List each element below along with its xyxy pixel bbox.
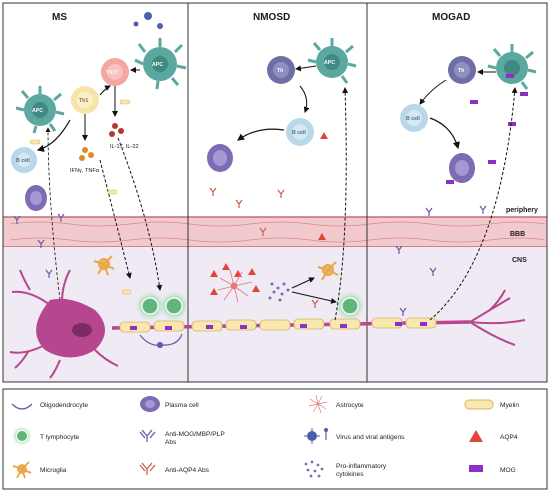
t-lymphocyte-ms bbox=[135, 291, 189, 321]
legend-item-cytokines: Pro-inflammatory cytokines bbox=[304, 460, 387, 478]
legend-item-anti-mog: Anti-MOG/MBP/PLP Abs bbox=[139, 429, 225, 446]
microglia-icon bbox=[12, 461, 32, 479]
svg-text:Th: Th bbox=[277, 68, 283, 74]
oligodendrocyte-icon bbox=[11, 403, 33, 410]
svg-text:APC: APC bbox=[152, 62, 163, 68]
svg-text:MOG: MOG bbox=[500, 467, 516, 474]
svg-text:Plasma cell: Plasma cell bbox=[165, 402, 199, 409]
plasma-cell-nmosd bbox=[207, 144, 233, 172]
bbb-cells bbox=[9, 221, 546, 243]
th-cell-nmosd: Th bbox=[267, 56, 295, 84]
svg-text:Virus and viral antigens: Virus and viral antigens bbox=[336, 434, 405, 441]
legend-item-plasma-cell: Plasma cell bbox=[140, 396, 199, 412]
bbb-band bbox=[3, 217, 547, 247]
cytokine-dots-ifn bbox=[79, 147, 94, 161]
svg-text:Microglia: Microglia bbox=[40, 467, 67, 474]
legend-item-microglia: Microglia bbox=[12, 461, 67, 479]
svg-text:APC: APC bbox=[32, 108, 43, 114]
svg-text:Th17: Th17 bbox=[106, 70, 118, 76]
legend-box bbox=[2, 388, 548, 490]
svg-text:B cell: B cell bbox=[292, 130, 306, 136]
cytokine-label-ifn: IFNγ, TNFα bbox=[70, 168, 100, 174]
legend-item-oligodendrocyte: Oligodendrocyte bbox=[11, 402, 88, 410]
t-lymphocyte-nmosd bbox=[335, 291, 365, 321]
svg-text:Pro-inflammatory: Pro-inflammatory bbox=[336, 463, 387, 470]
oligodendrocyte-ms bbox=[139, 333, 183, 349]
svg-text:Astrocyte: Astrocyte bbox=[336, 402, 364, 409]
apc-cell-mogad bbox=[487, 44, 537, 90]
antibodies-ms bbox=[13, 213, 65, 278]
panel-title-ms: MS bbox=[52, 12, 67, 23]
mog-rect-icon bbox=[469, 465, 483, 472]
apc-cell-ms-left: APC bbox=[15, 86, 65, 134]
astrocyte bbox=[217, 269, 253, 303]
legend-item-t-lymphocyte: T lymphocyte bbox=[12, 426, 79, 446]
virus-icon bbox=[307, 431, 317, 441]
cytokine-label-il: IL-17, IL-22 bbox=[110, 144, 139, 150]
myelin-icon bbox=[464, 399, 494, 410]
plasma-cell-mogad bbox=[449, 153, 475, 183]
panel-title-mogad: MOGAD bbox=[432, 12, 470, 23]
svg-text:B cell: B cell bbox=[406, 116, 420, 122]
pro-inflammatory-cytokines bbox=[268, 282, 290, 302]
astrocyte-icon bbox=[308, 394, 328, 414]
svg-text:AQP4: AQP4 bbox=[500, 434, 518, 441]
zone-bbb: BBB bbox=[510, 231, 525, 238]
apc-cell-nmosd: APC bbox=[307, 38, 357, 84]
legend-item-astrocyte: Astrocyte bbox=[308, 394, 364, 414]
mog-markers bbox=[130, 322, 427, 330]
b-cell-mogad: B cell bbox=[400, 104, 428, 132]
svg-text:Abs: Abs bbox=[165, 439, 177, 446]
microglia-nmosd bbox=[317, 261, 339, 281]
th1-cell: Th1 bbox=[71, 86, 99, 114]
legend-item-virus: Virus and viral antigens bbox=[304, 428, 405, 444]
antibodies-mogad bbox=[395, 205, 487, 316]
cytokines-icon bbox=[304, 460, 324, 478]
myelin-fragments-ms bbox=[29, 99, 132, 295]
svg-text:Anti-AQP4 Abs: Anti-AQP4 Abs bbox=[165, 467, 210, 474]
th17-cell: Th17 bbox=[101, 58, 129, 86]
svg-text:Oligodendrocyte: Oligodendrocyte bbox=[40, 402, 88, 409]
legend-item-anti-aqp4: Anti-AQP4 Abs bbox=[139, 462, 210, 475]
svg-text:Myelin: Myelin bbox=[500, 402, 519, 409]
mog-markers-mogad bbox=[446, 74, 528, 184]
zone-periphery: periphery bbox=[506, 207, 538, 214]
panel-title-nmosd: NMOSD bbox=[253, 12, 290, 23]
svg-text:T lymphocyte: T lymphocyte bbox=[40, 434, 79, 441]
svg-text:Anti-MOG/MBP/PLP: Anti-MOG/MBP/PLP bbox=[165, 431, 225, 438]
svg-text:Th1: Th1 bbox=[79, 98, 88, 104]
anti-aqp4-antibodies bbox=[209, 187, 319, 308]
b-cell-nmosd: B cell bbox=[286, 118, 314, 146]
legend-item-myelin: Myelin bbox=[464, 399, 519, 410]
microglia-ms bbox=[93, 255, 115, 276]
plasma-cell-ms bbox=[25, 185, 47, 211]
aqp4-triangle-icon bbox=[469, 430, 483, 442]
aqp4-markers-nmosd bbox=[210, 132, 328, 295]
svg-text:APC: APC bbox=[324, 60, 335, 66]
antibody-red-icon bbox=[139, 462, 156, 475]
zone-cns: CNS bbox=[512, 257, 527, 264]
legend-item-aqp4: AQP4 bbox=[469, 430, 518, 442]
virus-icon bbox=[133, 12, 163, 29]
cytokine-dots-il bbox=[109, 123, 124, 137]
svg-text:cytokines: cytokines bbox=[336, 471, 364, 478]
antibody-purple-icon bbox=[139, 429, 156, 442]
svg-text:B cell: B cell bbox=[16, 158, 30, 164]
th-cell-mogad: Th bbox=[448, 56, 476, 84]
b-cell-ms: B cell bbox=[11, 147, 37, 173]
apc-cell-ms-top: APC bbox=[134, 38, 187, 90]
svg-text:Th: Th bbox=[458, 68, 464, 74]
legend-item-mog: MOG bbox=[469, 465, 516, 474]
